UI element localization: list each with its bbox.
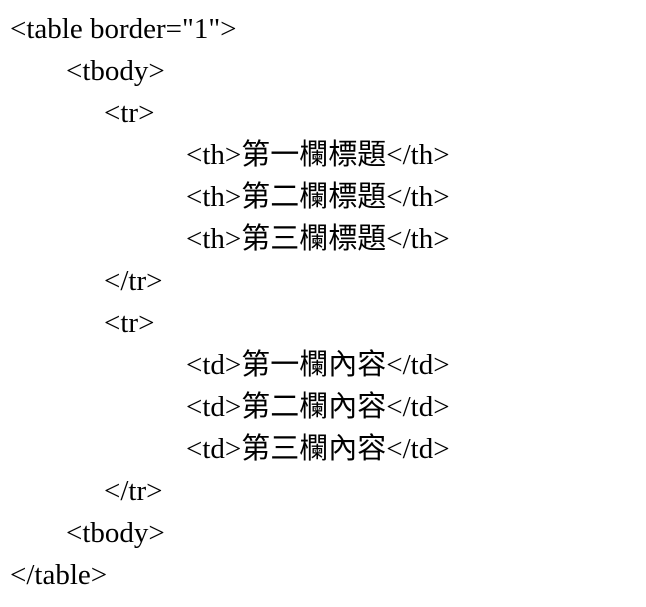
code-line: <td>第三欄內容</td> [186, 433, 450, 465]
code-line: <td>第二欄內容</td> [186, 391, 450, 423]
code-line: </table> [10, 559, 108, 591]
code-line: <th>第二欄標題</th> [186, 181, 450, 213]
code-line: <th>第一欄標題</th> [186, 139, 450, 171]
code-line: </tr> [104, 475, 163, 507]
code-line: <tr> [104, 307, 155, 339]
code-line: </tr> [104, 265, 163, 297]
code-line: <tbody> [66, 517, 165, 549]
code-line: <table border="1"> [10, 13, 237, 45]
code-line: <tr> [104, 97, 155, 129]
code-line: <td>第一欄內容</td> [186, 349, 450, 381]
code-line: <tbody> [66, 55, 165, 87]
code-line: <th>第三欄標題</th> [186, 223, 450, 255]
